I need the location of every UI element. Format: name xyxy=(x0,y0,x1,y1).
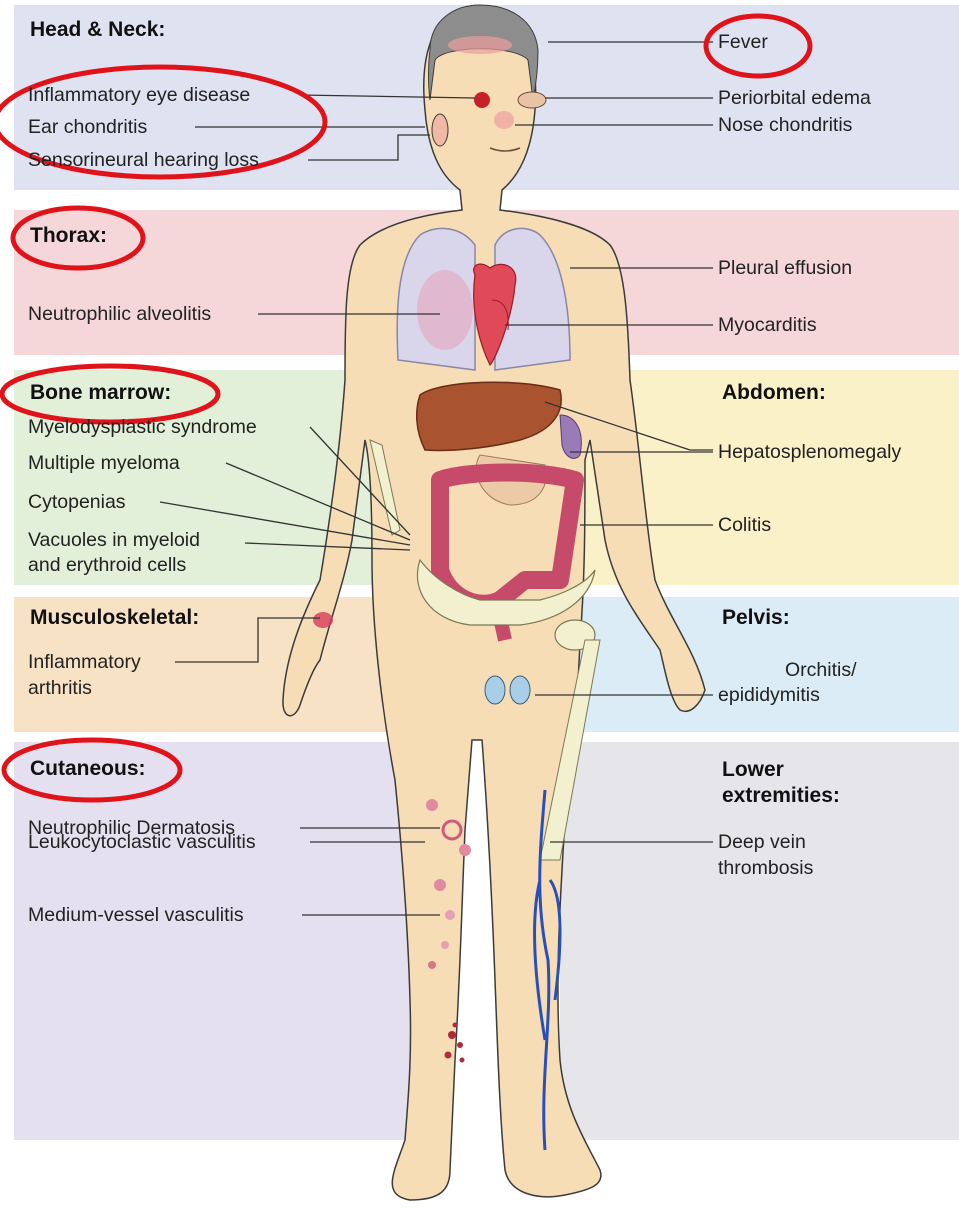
nose xyxy=(494,111,514,129)
wrist-inflammation xyxy=(313,612,333,628)
musculoskeletal-title: Musculoskeletal: xyxy=(30,606,199,630)
label-myelodysplastic-syndrome: Myelodysplastic syndrome xyxy=(28,415,257,439)
thorax-title: Thorax: xyxy=(30,224,107,248)
label-epididymitis: epididymitis xyxy=(718,683,820,707)
abdomen-title: Abdomen: xyxy=(722,381,826,405)
label-inflammatory-eye-disease: Inflammatory eye disease xyxy=(28,83,250,107)
label-sensorineural-hearing-loss: Sensorineural hearing loss xyxy=(28,148,259,172)
label-fever: Fever xyxy=(718,30,768,54)
testis-left xyxy=(485,676,505,704)
cutaneous-title: Cutaneous: xyxy=(30,757,146,781)
skin-lesion xyxy=(426,799,438,811)
bone-marrow-title: Bone marrow: xyxy=(30,381,171,405)
label-neutrophilic-alveolitis: Neutrophilic alveolitis xyxy=(28,302,211,326)
forehead-flush xyxy=(448,36,512,54)
label-myocarditis: Myocarditis xyxy=(718,313,817,337)
label-medium-vessel-vasculitis: Medium-vessel vasculitis xyxy=(28,903,244,927)
head-neck-title: Head & Neck: xyxy=(30,18,165,42)
label-leukocytoclastic-vasculitis-visible: Leukocytoclastic vasculitis xyxy=(28,830,256,854)
purpura xyxy=(448,1031,456,1039)
label-thrombosis: thrombosis xyxy=(718,856,813,880)
ear xyxy=(432,114,448,146)
label-inflammatory: Inflammatory xyxy=(28,650,141,674)
label-cytopenias: Cytopenias xyxy=(28,490,126,514)
label-periorbital-edema: Periorbital edema xyxy=(718,86,871,110)
label-ear-chondritis: Ear chondritis xyxy=(28,115,147,139)
label-orchitis: Orchitis/ xyxy=(785,658,857,682)
label-deep-vein: Deep vein xyxy=(718,830,806,854)
label-hepatosplenomegaly: Hepatosplenomegaly xyxy=(718,440,901,464)
label-vacuoles-line2: and erythroid cells xyxy=(28,553,186,577)
testis-right xyxy=(510,676,530,704)
label-pleural-effusion: Pleural effusion xyxy=(718,256,852,280)
label-vacuoles-line1: Vacuoles in myeloid xyxy=(28,528,200,552)
label-arthritis: arthritis xyxy=(28,676,92,700)
lower-extremities-title: Lower extremities: xyxy=(722,757,842,809)
label-multiple-myeloma: Multiple myeloma xyxy=(28,451,180,475)
red-eye xyxy=(474,92,490,108)
lung-inflammation xyxy=(417,270,473,350)
label-nose-chondritis: Nose chondritis xyxy=(718,113,852,137)
periorbital-swelling xyxy=(518,92,546,108)
label-colitis: Colitis xyxy=(718,513,771,537)
pelvis-title: Pelvis: xyxy=(722,606,790,630)
